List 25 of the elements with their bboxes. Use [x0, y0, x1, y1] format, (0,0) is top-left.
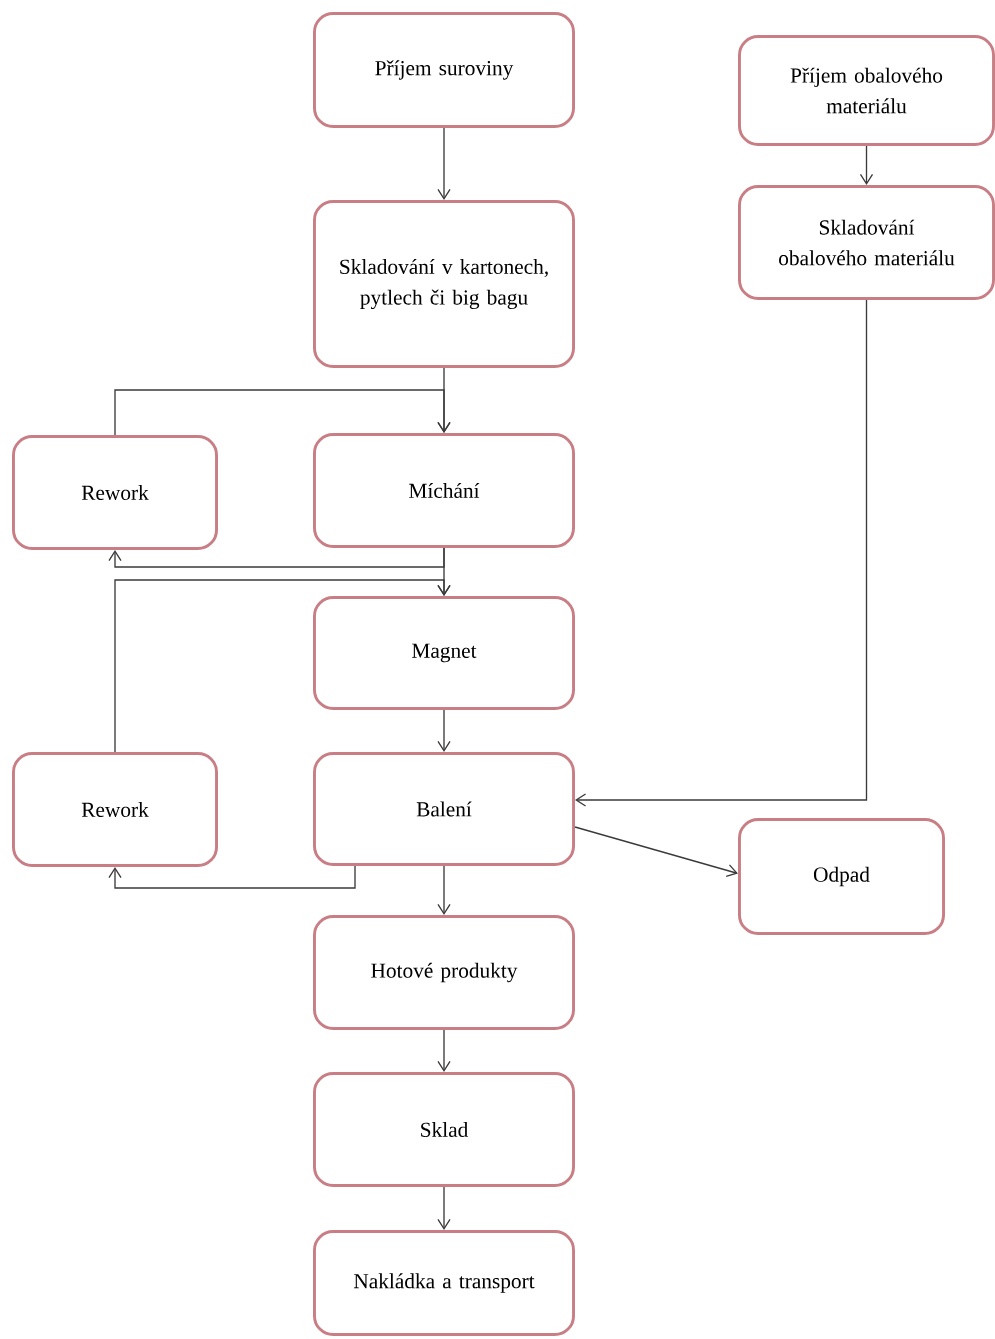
process-box: Hotové produkty [313, 915, 575, 1030]
process-box: Skladování obalového materiálu [738, 185, 995, 300]
process-box: Sklad [313, 1072, 575, 1187]
arrow [437, 1029, 451, 1072]
process-box: Magnet [313, 596, 575, 710]
process-box: Příjem suroviny [313, 12, 575, 128]
arrow [437, 865, 451, 915]
arrow [575, 299, 868, 807]
process-box: Nakládka a transport [313, 1230, 575, 1336]
arrow [108, 547, 445, 568]
arrow [574, 826, 738, 878]
arrow [114, 389, 451, 436]
arrow [108, 865, 356, 889]
process-box: Míchání [313, 433, 575, 548]
process-box: Odpad [738, 818, 945, 935]
process-box: Balení [313, 752, 575, 866]
process-box: Skladování v kartonech, pytlech či big bagu [313, 200, 575, 368]
process-box: Příjem obalového materiálu [738, 35, 995, 146]
arrow [114, 579, 451, 753]
arrow [437, 1186, 451, 1230]
arrow [859, 145, 874, 185]
arrow [437, 709, 451, 752]
process-box: Rework [12, 752, 218, 867]
process-box: Rework [12, 435, 218, 550]
arrow [437, 127, 451, 200]
